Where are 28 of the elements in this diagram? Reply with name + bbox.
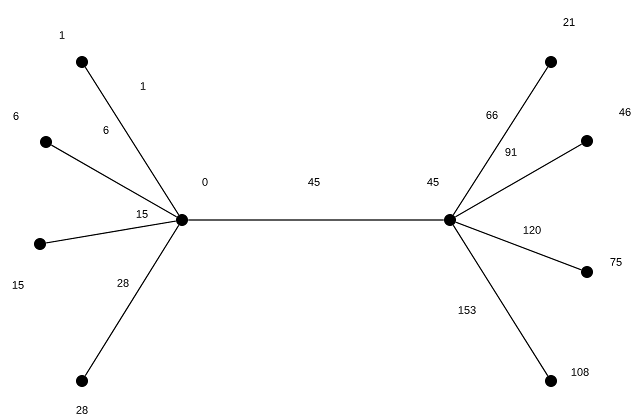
line <box>46 220 176 244</box>
node-label: 45 <box>427 178 439 186</box>
line <box>84 66 180 216</box>
node-label: 1 <box>60 31 65 39</box>
edge-label: 28 <box>116 278 130 288</box>
edge-label: 66 <box>484 110 500 120</box>
edge-label: 120 <box>522 225 542 235</box>
line <box>456 222 582 270</box>
line <box>452 66 548 216</box>
node-label: 15 <box>12 281 24 289</box>
node-label: 28 <box>76 406 88 414</box>
node-label: 108 <box>572 368 589 376</box>
edge-label: 45 <box>306 177 322 187</box>
edge-label: 1 <box>138 81 148 91</box>
node-label: 75 <box>610 258 622 266</box>
line <box>188 219 444 221</box>
line <box>84 224 180 376</box>
node-label: 6 <box>14 112 19 120</box>
node-label: 21 <box>563 18 575 26</box>
line <box>455 144 582 218</box>
edge-label: 153 <box>456 305 478 315</box>
line <box>452 224 548 376</box>
edge-label: 15 <box>134 209 150 219</box>
edge-label: 91 <box>504 147 518 157</box>
node-label: 46 <box>619 108 631 116</box>
line <box>51 144 177 218</box>
node-label: 0 <box>202 178 208 186</box>
edge-label: 6 <box>102 125 110 135</box>
